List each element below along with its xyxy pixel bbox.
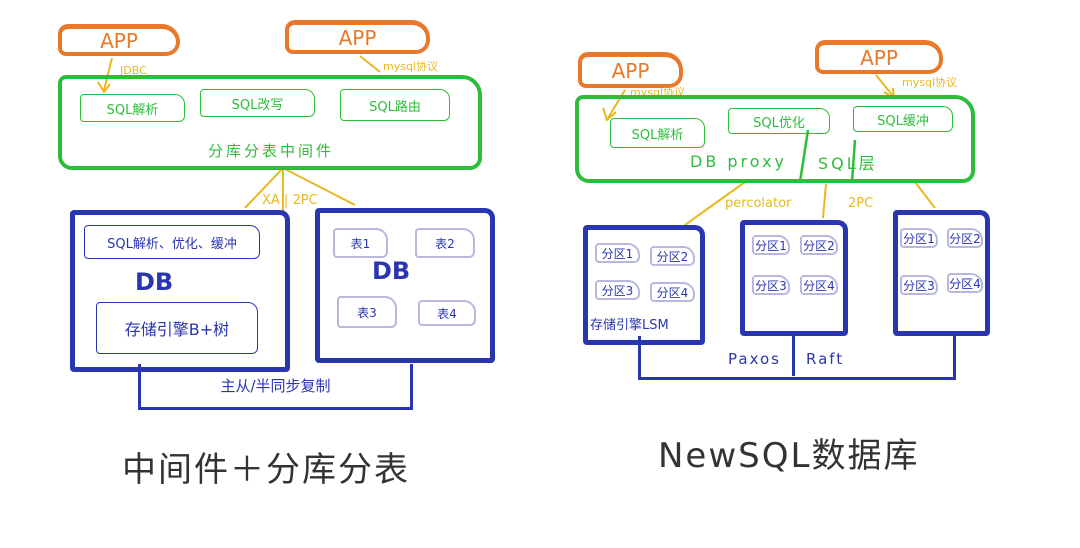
consensus-divider xyxy=(792,336,795,376)
db-title: DB xyxy=(372,257,411,285)
proxy-divider xyxy=(798,129,810,183)
storage-engine-label: 存储引擎LSM xyxy=(590,318,669,333)
mysql-arrow-right1 xyxy=(607,89,626,119)
replication-box: 主从/半同步复制 xyxy=(138,364,413,410)
region-box: 分区1 xyxy=(595,243,640,263)
caption-newsql: NewSQL数据库 xyxy=(658,436,920,476)
region-box: 分区3 xyxy=(752,275,790,295)
middleware-label: 分库分表中间件 xyxy=(208,142,335,160)
middleware-module: SQL改写 xyxy=(200,89,315,117)
percolator-line xyxy=(684,181,746,226)
db-node-sharded xyxy=(315,208,495,363)
xa-2pc-label: XA | 2PC xyxy=(262,193,318,208)
region-box: 分区4 xyxy=(650,282,695,302)
twopc-line xyxy=(822,183,827,219)
storage-node xyxy=(740,220,848,336)
middleware-module: SQL路由 xyxy=(340,89,450,121)
sql-layer-box: SQL解析、优化、缓冲 xyxy=(84,225,260,259)
region-box: 分区2 xyxy=(650,246,695,266)
raft-label: Raft xyxy=(806,350,845,368)
proxy-module: SQL优化 xyxy=(728,108,830,134)
table-box: 表2 xyxy=(415,228,475,258)
jdbc-label: JDBC xyxy=(120,64,147,77)
region-box: 分区4 xyxy=(947,273,983,293)
table-box: 表4 xyxy=(418,300,476,326)
mysql-protocol-label: mysql协议 xyxy=(383,60,438,73)
sql-layer-label: SQL层 xyxy=(818,154,878,173)
app-box: APP xyxy=(578,52,683,88)
mysql-protocol-label: mysql协议 xyxy=(902,76,957,89)
db-title: DB xyxy=(135,268,174,296)
jdbc-arrow xyxy=(103,57,113,91)
paxos-label: Paxos xyxy=(728,350,781,368)
db-proxy-label: DB proxy xyxy=(690,152,787,171)
app-label: APP xyxy=(860,45,898,70)
caption-middleware: 中间件＋分库分表 xyxy=(122,450,410,490)
proxy-module: SQL缓冲 xyxy=(853,106,953,132)
app-box: APP xyxy=(285,20,430,54)
storage-node xyxy=(583,225,705,345)
app-box: APP xyxy=(58,24,180,56)
db-proxy-sql-layer xyxy=(575,95,975,183)
percolator-label: percolator xyxy=(725,196,792,211)
consensus-box xyxy=(638,336,956,380)
2pc-label: 2PC xyxy=(848,196,874,211)
replication-label: 主从/半同步复制 xyxy=(220,377,331,395)
xa-line-right xyxy=(282,167,356,206)
proxy-module: SQL解析 xyxy=(610,118,705,148)
app-label: APP xyxy=(100,28,138,53)
db-node-monolith xyxy=(70,210,290,372)
app-box: APP xyxy=(815,40,943,74)
region-box: 分区2 xyxy=(947,228,983,248)
region-box: 分区4 xyxy=(800,275,838,295)
app-label: APP xyxy=(338,25,377,50)
region-box: 分区3 xyxy=(595,280,640,300)
region-box: 分区2 xyxy=(800,235,838,255)
middleware-module: SQL解析 xyxy=(80,94,185,122)
table-box: 表3 xyxy=(337,296,397,328)
app-label: APP xyxy=(611,58,650,83)
mysql-arrow-right2 xyxy=(875,74,894,97)
sharding-middleware xyxy=(58,75,482,170)
table-box: 表1 xyxy=(333,228,388,258)
storage-engine-box: 存储引擎B+树 xyxy=(96,302,258,354)
right-node-line xyxy=(914,181,936,209)
mysql-arrow-left xyxy=(359,55,381,73)
region-box: 分区1 xyxy=(900,228,938,248)
region-box: 分区1 xyxy=(752,235,790,255)
region-box: 分区3 xyxy=(900,275,938,295)
storage-node xyxy=(893,210,990,336)
xa-line-left xyxy=(244,167,284,209)
